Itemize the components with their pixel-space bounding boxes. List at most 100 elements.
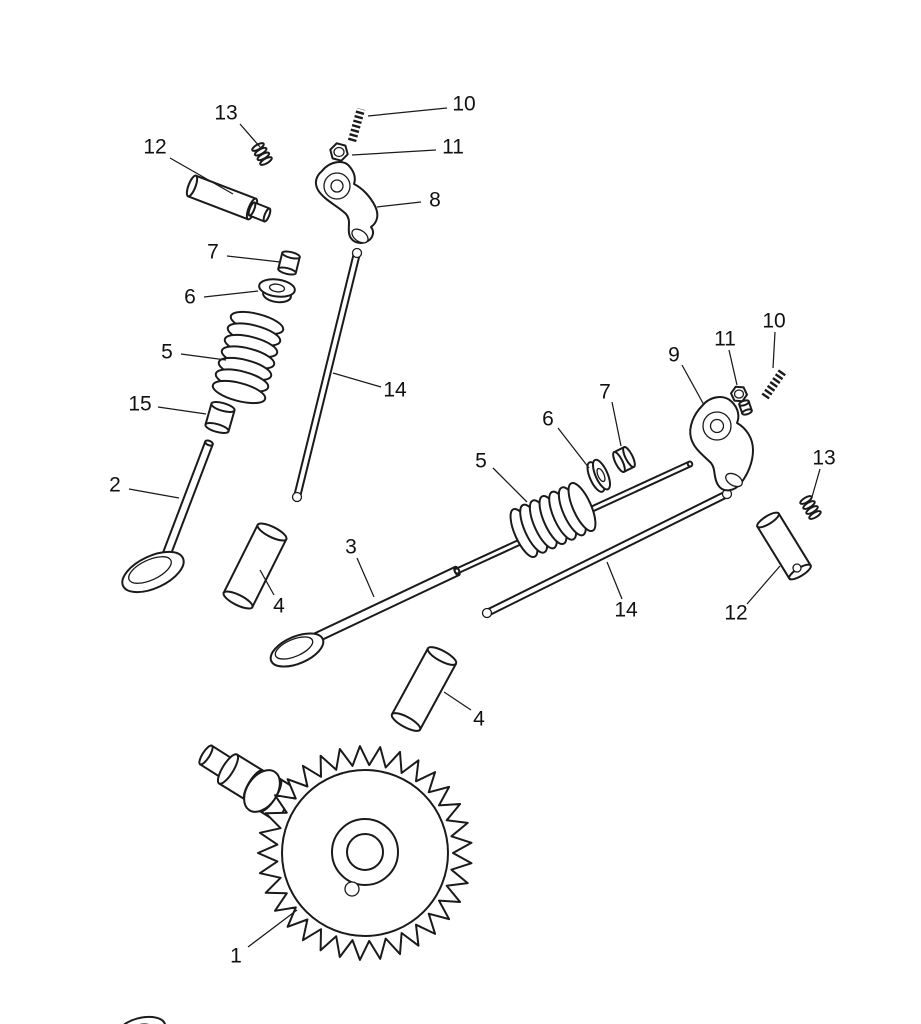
- callout-label-2: 2: [109, 474, 121, 497]
- callout-leader-8: [376, 201, 422, 208]
- spring-retainer-6-left: [258, 278, 296, 304]
- callout-label-12-right: 12: [724, 602, 747, 625]
- callout-label-6-right: 6: [542, 408, 554, 431]
- callout-label-11-left: 11: [442, 136, 464, 159]
- callout-leader-6-right: [557, 427, 590, 469]
- callout-label-4-right: 4: [473, 708, 485, 731]
- callout-leader-11-right: [728, 349, 738, 386]
- spring-coil: [805, 505, 819, 515]
- spring-coil: [211, 379, 267, 405]
- spring-seat-6-right: [586, 458, 612, 493]
- pin-11-right: [738, 399, 753, 416]
- callout-leader-11-left: [351, 149, 437, 156]
- camshaft-gear-bore: [346, 833, 384, 871]
- valve-spring-5-right: [509, 481, 597, 559]
- callout-leader-3: [356, 557, 375, 598]
- retainer-hole: [268, 283, 286, 293]
- callout-leader-10-left: [367, 107, 448, 117]
- callout-label-9: 9: [668, 344, 680, 367]
- callout-leader-12-left: [169, 157, 234, 195]
- adjuster-screw-10-left: [347, 107, 366, 143]
- callout-leader-12-right: [746, 565, 781, 605]
- nut-11-right-face: [733, 389, 745, 399]
- callout-leader-6-left: [203, 290, 259, 298]
- rocker-shaft-12-right-hole: [792, 563, 802, 573]
- valve-keepers-7-right: [612, 446, 636, 473]
- callout-leader-2: [128, 488, 180, 499]
- rocker-arm-9: [689, 396, 754, 492]
- camshaft-gear-pin-hole: [344, 881, 360, 897]
- callout-label-14-right: 14: [614, 599, 638, 622]
- parts-layer: [115, 107, 787, 1024]
- valve-3-head-face: [274, 636, 314, 660]
- push-rod-14-left-tip: [351, 247, 363, 259]
- callout-label-10-right: 10: [762, 310, 785, 333]
- valve-lifter-4-left: [222, 522, 288, 610]
- adjuster-screw-10-right: [761, 368, 787, 400]
- screw-13-left: [251, 142, 273, 166]
- rocker-9-pad: [725, 472, 743, 488]
- callout-leader-13-right: [811, 468, 821, 498]
- valve-3-head: [269, 632, 325, 668]
- spring-coil: [802, 500, 816, 510]
- valve-2-stem: [161, 439, 214, 560]
- callout-leader-14-right: [606, 561, 623, 600]
- nut-11-left-face: [333, 146, 345, 158]
- rocker-arm-8: [314, 161, 379, 244]
- push-rod-14-left: [293, 249, 361, 501]
- callout-label-11-right: 11: [714, 328, 736, 351]
- callout-label-8: 8: [429, 189, 441, 212]
- adjuster-nut-11-left: [329, 142, 349, 162]
- callout-label-14-left: 14: [383, 379, 407, 402]
- spring-coil: [259, 156, 273, 166]
- bottom-edge-partial-part: [115, 1015, 167, 1024]
- callout-label-13-right: 13: [812, 447, 835, 470]
- valve-seal-15: [204, 401, 236, 434]
- rocker-8-shaft-hole: [330, 179, 344, 193]
- callout-label-7-right: 7: [599, 381, 611, 404]
- callout-leader-5-right: [492, 467, 528, 503]
- rocker-9-shaft-hole: [709, 418, 725, 434]
- rocker-shaft-12-right: [756, 511, 812, 581]
- callout-leader-13-left: [239, 123, 261, 148]
- cam-lobe-1: [243, 769, 281, 813]
- valve-lifter-4-right: [390, 646, 458, 732]
- seat-hole: [596, 467, 606, 483]
- callout-leader-4-left: [259, 569, 275, 596]
- callout-leader-1: [247, 909, 298, 948]
- partial-washer-outer: [115, 1015, 167, 1024]
- callout-label-10-left: 10: [452, 93, 475, 116]
- generated-front-layer: [185, 142, 822, 732]
- rocker-shaft-12-left-collar: [247, 201, 272, 223]
- spring-coil: [808, 510, 822, 520]
- callout-leader-5-left: [180, 353, 227, 361]
- push-rod-14-right-tip: [481, 607, 493, 619]
- callout-label-5-left: 5: [161, 341, 173, 364]
- screw-13-right: [799, 495, 822, 520]
- callout-label-15: 15: [128, 393, 151, 416]
- valve-keeper-7-left: [277, 250, 301, 276]
- callout-leader-9: [681, 364, 705, 406]
- callout-label-7-left: 7: [207, 241, 219, 264]
- valve-2-head: [121, 550, 185, 594]
- spring-coil: [567, 481, 597, 533]
- callout-label-4-left: 4: [273, 595, 285, 618]
- camshaft-gear-1: [257, 745, 473, 961]
- callout-leader-10-right: [772, 331, 776, 369]
- callout-leader-15: [157, 406, 207, 415]
- adjuster-nut-11-right: [730, 385, 748, 403]
- callout-leader-7-left: [226, 255, 281, 263]
- callout-leader-14-left: [332, 372, 382, 388]
- callout-label-3: 3: [345, 536, 357, 559]
- callout-label-1: 1: [230, 945, 242, 968]
- callout-label-5-right: 5: [475, 450, 487, 473]
- callout-label-6-left: 6: [184, 286, 196, 309]
- callout-label-13-left: 13: [214, 102, 237, 125]
- valve-3-stem: [305, 565, 461, 647]
- rocker-8-pad: [351, 228, 369, 244]
- rocker-8-body: [314, 161, 379, 244]
- valve-spring-5-left: [211, 310, 285, 405]
